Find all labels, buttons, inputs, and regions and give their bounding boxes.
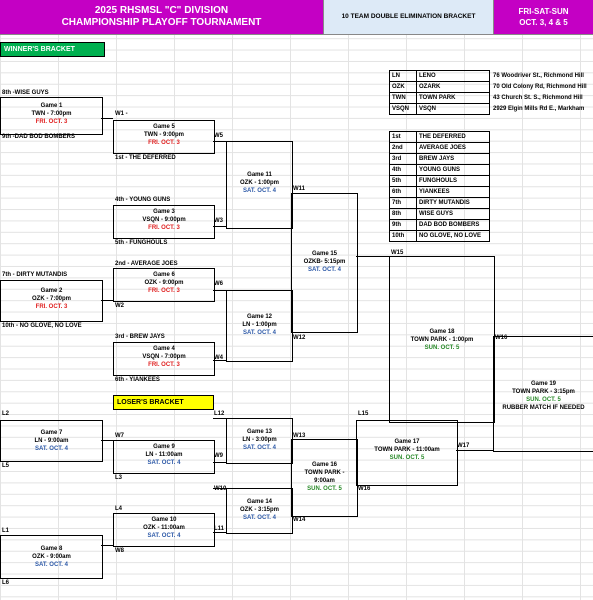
label-l1: L1 bbox=[2, 528, 10, 534]
losers-bracket-banner: LOSER'S BRACKET bbox=[113, 395, 214, 410]
label-w6: W6 bbox=[214, 281, 223, 287]
team-seed-3: 3rd - BREW JAYS bbox=[115, 334, 165, 340]
title-line-1: 2025 RHSMSL "C" DIVISION bbox=[94, 5, 229, 16]
team-seed-10: 10th - NO GLOVE, NO LOVE bbox=[2, 323, 82, 329]
team-seed-5: 5th - FUNGHOULS bbox=[115, 240, 168, 246]
game-6-box: Game 6 OZK - 9:00pm FRI. OCT. 3 bbox=[113, 268, 215, 302]
game-7-box: Game 7 LN - 9:00am SAT. OCT. 4 bbox=[0, 420, 103, 462]
team-seed-2: 2nd - AVERAGE JOES bbox=[115, 261, 178, 267]
label-w15: W15 bbox=[391, 250, 404, 256]
label-l3: L3 bbox=[115, 475, 123, 481]
game-15-box: Game 15 OZKB- 5:15pm SAT. OCT. 4 bbox=[291, 193, 358, 333]
game-18-box: Game 18 TOWN PARK - 1:00pm SUN. OCT. 5 bbox=[389, 256, 495, 423]
label-w2: W2 bbox=[115, 303, 124, 309]
dates-text: OCT. 3, 4 & 5 bbox=[519, 18, 568, 27]
label-w5: W5 bbox=[214, 133, 223, 139]
label-l6: L6 bbox=[2, 580, 10, 586]
game-17-box: Game 17 TOWN PARK - 11:00am SUN. OCT. 5 bbox=[356, 420, 458, 486]
label-w16-top: W16 bbox=[495, 335, 508, 341]
game-1-box: Game 1 TWN - 7:00pm FRI. OCT. 3 bbox=[0, 97, 103, 135]
label-w17: W17 bbox=[457, 443, 470, 449]
label-w4: W4 bbox=[214, 355, 223, 361]
game-2-box: Game 2 OZK - 7:00pm FRI. OCT. 3 bbox=[0, 280, 103, 322]
team-seed-8: 8th -WISE GUYS bbox=[2, 90, 49, 96]
team-seed-1: 1st - THE DEFERRED bbox=[115, 155, 176, 161]
game-14-box: Game 14 OZK - 3:15pm SAT. OCT. 4 bbox=[226, 488, 293, 534]
label-w8: W8 bbox=[115, 548, 124, 554]
label-w3: W3 bbox=[214, 218, 223, 224]
label-l11: L11 bbox=[214, 526, 225, 532]
game-5-box: Game 5 TWN - 9:00pm FRI. OCT. 3 bbox=[113, 120, 215, 154]
label-l5: L5 bbox=[2, 463, 10, 469]
label-w14: W14 bbox=[293, 517, 306, 523]
game-10-box: Game 10 OZK - 11:00am SAT. OCT. 4 bbox=[113, 513, 215, 547]
label-l15: L15 bbox=[358, 411, 369, 417]
game-11-box: Game 11 OZK - 1:00pm SAT. OCT. 4 bbox=[226, 141, 293, 229]
label-l4: L4 bbox=[115, 506, 123, 512]
team-seed-4: 4th - YOUNG GUNS bbox=[115, 197, 171, 203]
game-9-box: Game 9 LN - 11:00am SAT. OCT. 4 bbox=[113, 440, 215, 474]
game-12-box: Game 12 LN - 1:00pm SAT. OCT. 4 bbox=[226, 290, 293, 362]
label-w10: W10 bbox=[214, 486, 227, 492]
label-w1: W1 - bbox=[115, 111, 128, 117]
dates-block: FRI-SAT-SUN OCT. 3, 4 & 5 bbox=[494, 0, 593, 34]
game-19-box: Game 19 TOWN PARK - 3:15pm SUN. OCT. 5 R… bbox=[493, 336, 593, 452]
label-w11: W11 bbox=[293, 186, 306, 192]
game-4-box: Game 4 VSQN - 7:00pm FRI. OCT. 3 bbox=[113, 342, 215, 376]
winners-bracket-banner: WINNER'S BRACKET bbox=[0, 42, 105, 57]
subtitle: 10 TEAM DOUBLE ELIMINATION BRACKET bbox=[341, 13, 476, 20]
label-w7: W7 bbox=[115, 433, 124, 439]
label-w16-bottom: W16 bbox=[358, 486, 371, 492]
label-w13: W13 bbox=[293, 433, 306, 439]
team-seed-7: 7th - DIRTY MUTANDIS bbox=[2, 272, 68, 278]
team-seed-6: 6th - YIANKEES bbox=[115, 377, 160, 383]
game-13-box: Game 13 LN - 3:00pm SAT. OCT. 4 bbox=[226, 418, 293, 464]
label-l12: L12 bbox=[214, 411, 225, 417]
subtitle-block: 10 TEAM DOUBLE ELIMINATION BRACKET bbox=[324, 0, 494, 34]
title-line-2: CHAMPIONSHIP PLAYOFF TOURNAMENT bbox=[61, 17, 262, 28]
game-8-box: Game 8 OZK - 9:00am SAT. OCT. 4 bbox=[0, 535, 103, 579]
game-16-box: Game 16 TOWN PARK - 9:00am SUN. OCT. 5 bbox=[291, 439, 358, 517]
days-text: FRI-SAT-SUN bbox=[518, 7, 569, 16]
game-3-box: Game 3 VSQN - 9:00pm FRI. OCT. 3 bbox=[113, 205, 215, 239]
label-w12: W12 bbox=[293, 335, 306, 341]
label-l2: L2 bbox=[2, 411, 10, 417]
title-block: 2025 RHSMSL "C" DIVISION CHAMPIONSHIP PL… bbox=[0, 0, 324, 34]
label-w9: W9 bbox=[214, 453, 223, 459]
team-seed-9: 9th -DAD BOD BOMBERS bbox=[2, 134, 75, 140]
